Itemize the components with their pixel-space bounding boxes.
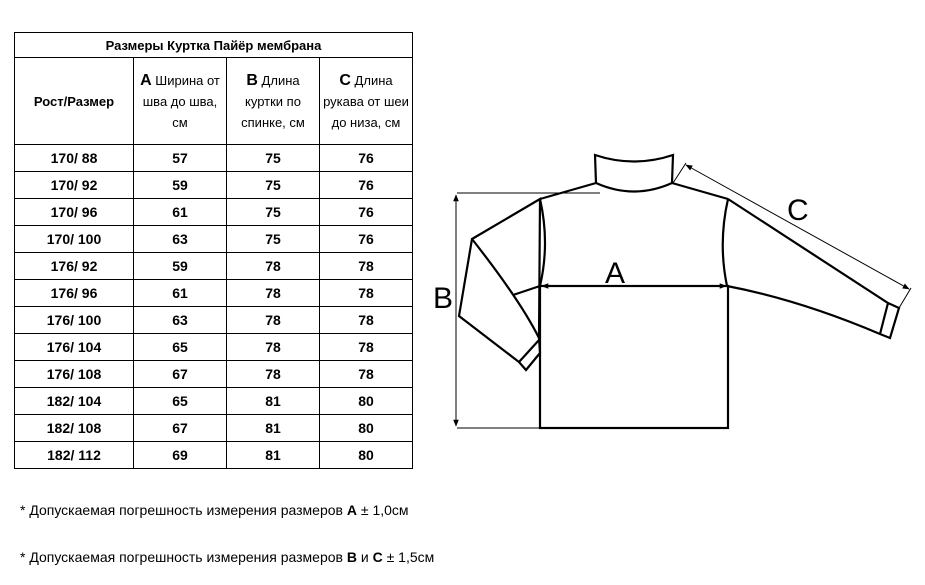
header-letter: B — [246, 71, 258, 89]
note-tolerance-a: * Допускаемая погрешность измерения разм… — [20, 502, 409, 518]
column-header: C Длина рукава от шеи до низа, см — [319, 57, 413, 145]
header-letter: A — [140, 71, 152, 89]
column-header: Рост/Размер — [14, 57, 134, 145]
table-cell: 65 — [133, 387, 227, 415]
dimension-c-arrow — [685, 164, 910, 290]
table-cell: 75 — [226, 198, 320, 226]
table-cell: 59 — [133, 171, 227, 199]
table-cell: 65 — [133, 333, 227, 361]
header-text: Длина куртки по спинке, см — [241, 72, 305, 130]
table-cell: 81 — [226, 441, 320, 469]
table-title: Размеры Куртка Пайёр мембрана — [14, 32, 413, 58]
jacket-outline — [457, 153, 901, 430]
table-cell: 61 — [133, 279, 227, 307]
table-cell: 176/ 104 — [14, 333, 134, 361]
table-cell: 61 — [133, 198, 227, 226]
label-c: C — [787, 194, 809, 227]
header-text: Ширина от шва до шва, см — [142, 72, 220, 130]
table-cell: 78 — [319, 306, 413, 334]
table-cell: 176/ 108 — [14, 360, 134, 388]
column-header: B Длина куртки по спинке, см — [226, 57, 320, 145]
note-tolerance-bc: * Допускаемая погрешность измерения разм… — [20, 549, 435, 565]
label-a: A — [605, 257, 625, 290]
table-cell: 76 — [319, 198, 413, 226]
label-b: B — [433, 282, 453, 315]
table-cell: 170/ 100 — [14, 225, 134, 253]
dimension-lines — [453, 162, 912, 429]
size-table: Размеры Куртка Пайёр мембрана Рост/Разме… — [14, 32, 413, 469]
table-cell: 170/ 88 — [14, 144, 134, 172]
table-cell: 78 — [319, 333, 413, 361]
table-cell: 78 — [319, 360, 413, 388]
table-cell: 80 — [319, 414, 413, 442]
table-cell: 182/ 108 — [14, 414, 134, 442]
table-cell: 78 — [319, 252, 413, 280]
table-cell: 182/ 112 — [14, 441, 134, 469]
table-cell: 78 — [226, 279, 320, 307]
table-cell: 80 — [319, 441, 413, 469]
table-cell: 80 — [319, 387, 413, 415]
header-text: Длина рукава от шеи до низа, см — [323, 72, 409, 130]
table-cell: 63 — [133, 306, 227, 334]
table-cell: 81 — [226, 414, 320, 442]
table-cell: 182/ 104 — [14, 387, 134, 415]
table-cell: 67 — [133, 360, 227, 388]
table-cell: 78 — [226, 252, 320, 280]
table-cell: 170/ 92 — [14, 171, 134, 199]
header-letter: C — [339, 71, 351, 89]
